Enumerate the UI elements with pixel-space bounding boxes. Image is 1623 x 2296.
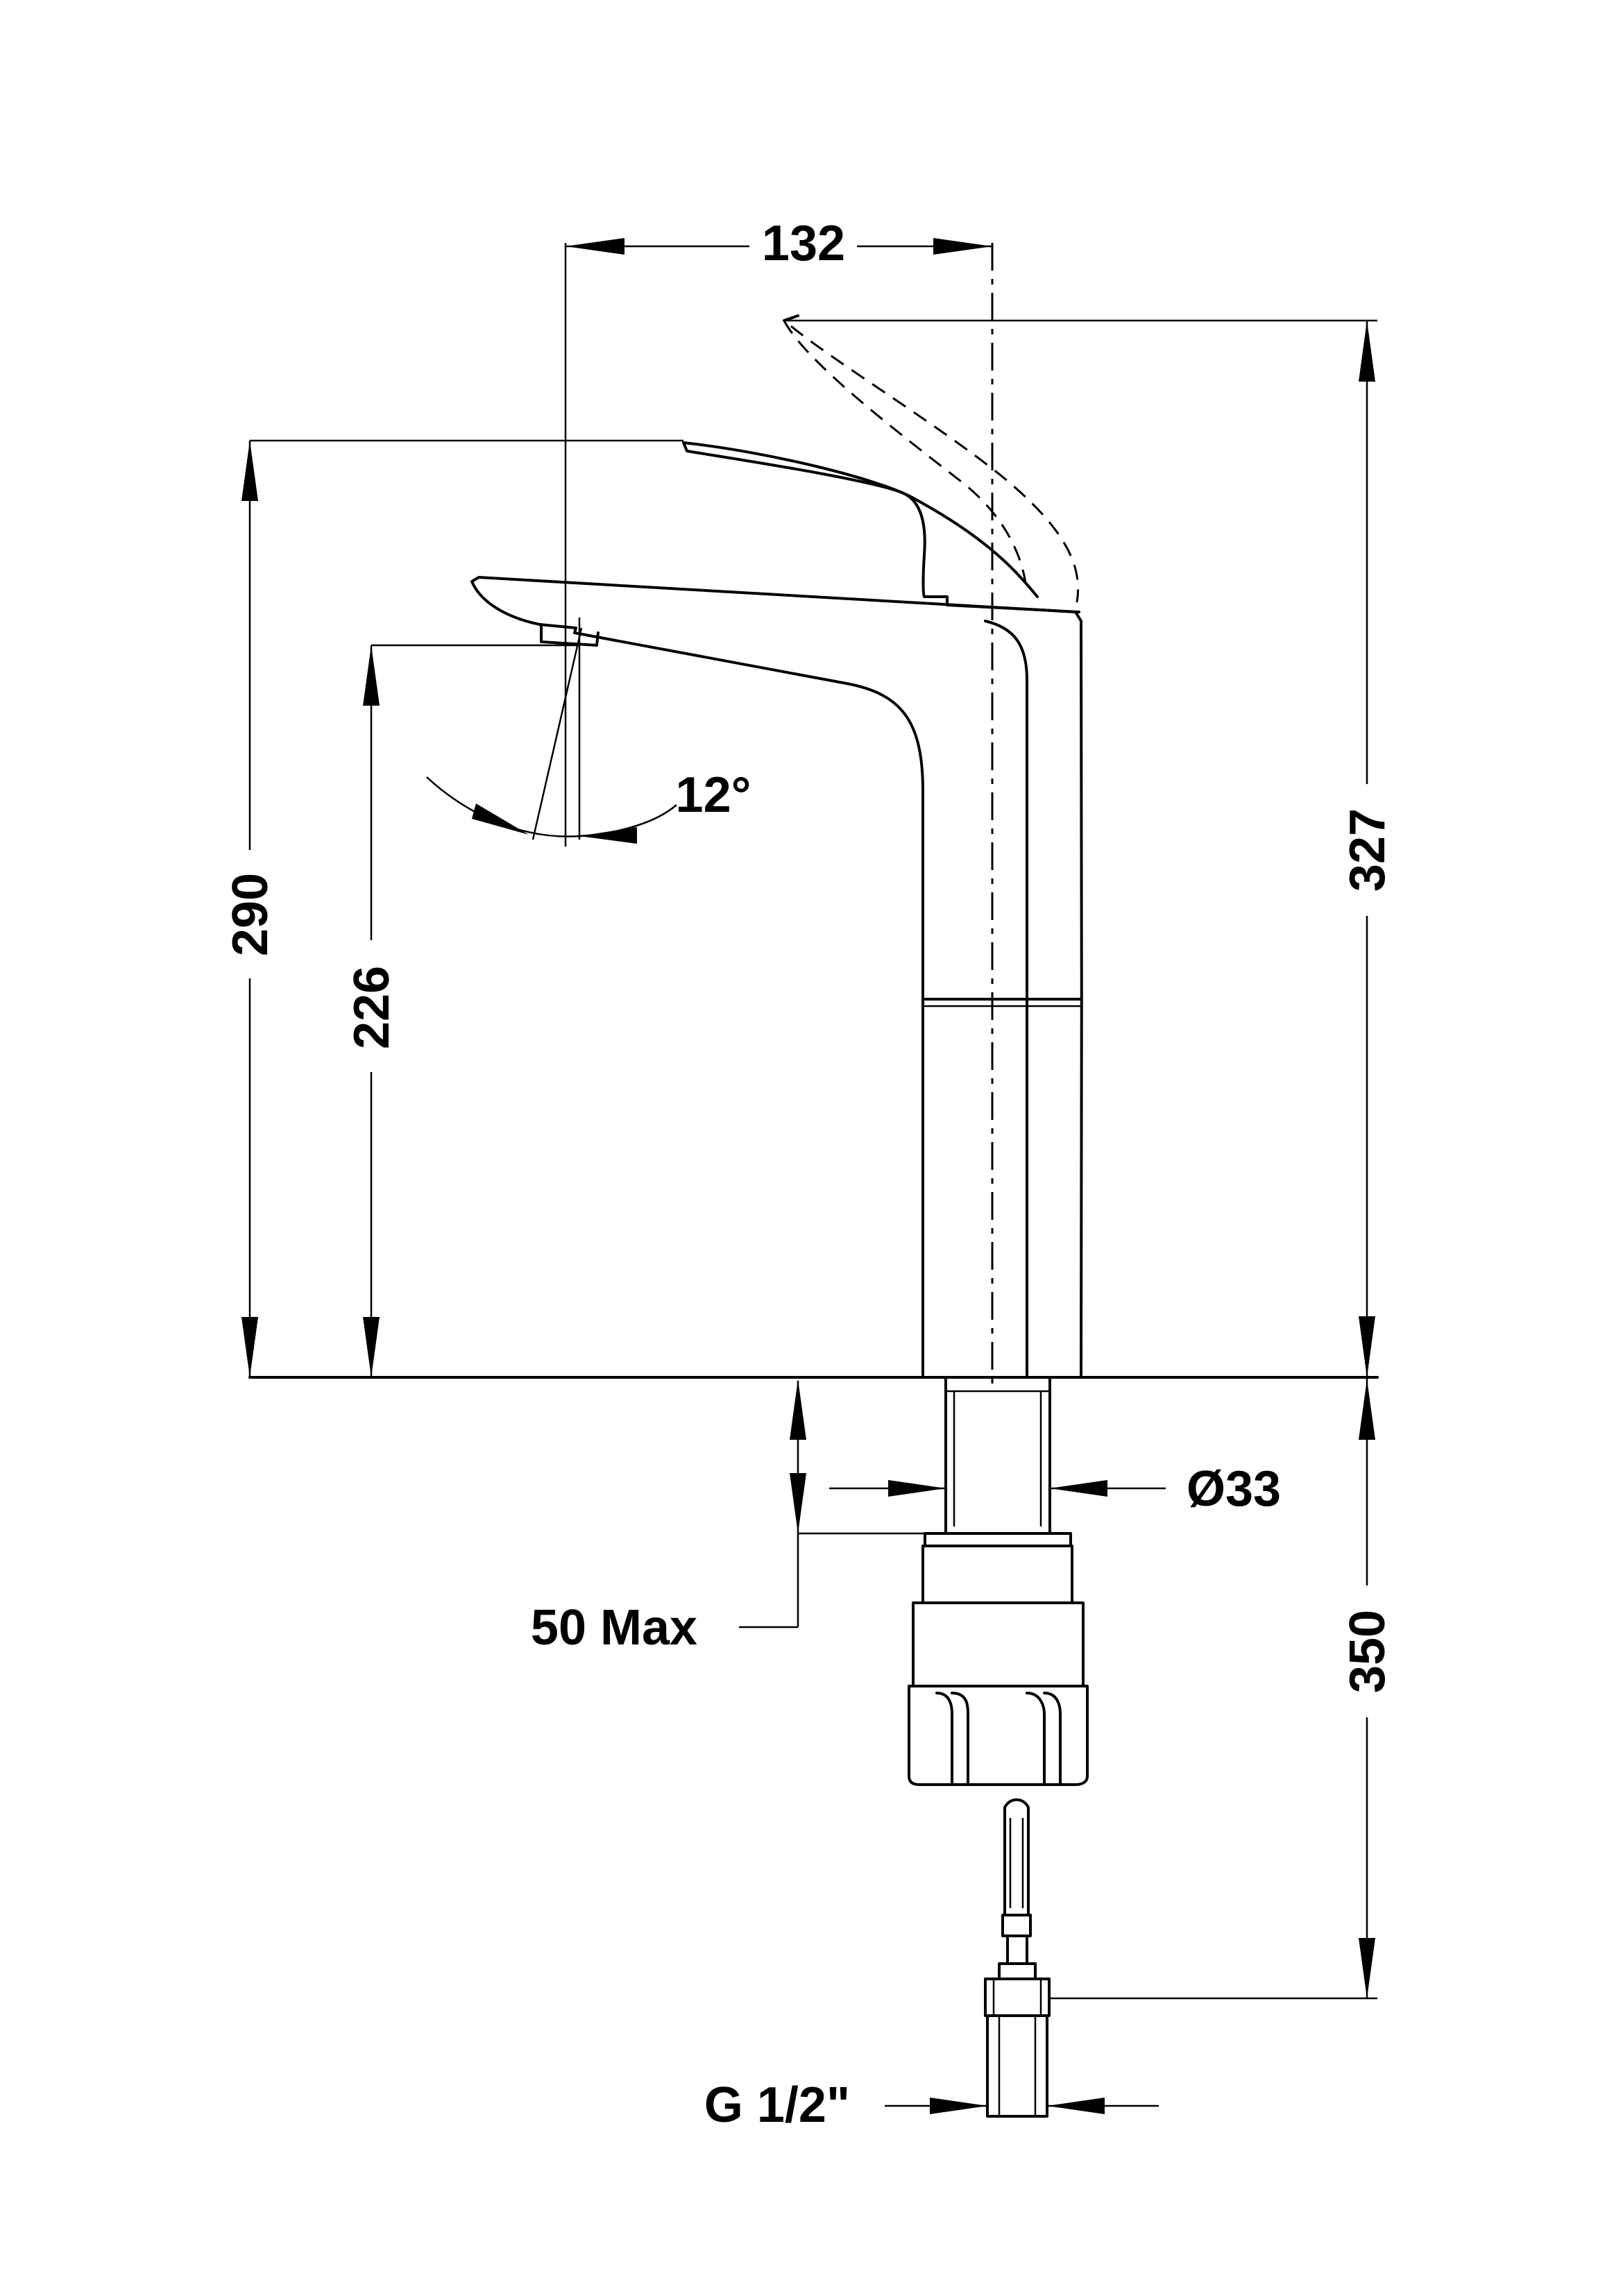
label-290: 290 bbox=[223, 873, 278, 956]
dimension-12-degree bbox=[426, 618, 677, 844]
label-132: 132 bbox=[762, 216, 845, 271]
dimension-327 bbox=[784, 319, 1377, 1377]
shank-assembly bbox=[908, 1376, 1089, 1786]
dimension-g-half-inch bbox=[885, 2098, 1159, 2114]
label-12-degree: 12° bbox=[676, 767, 751, 823]
lever-closed bbox=[682, 441, 1080, 613]
label-327: 327 bbox=[1340, 808, 1395, 892]
label-50-max: 50 Max bbox=[531, 1600, 697, 1656]
dimension-50-max bbox=[739, 1379, 925, 1629]
label-diameter-33: Ø33 bbox=[1187, 1461, 1281, 1517]
label-g-half-inch: G 1/2" bbox=[704, 2077, 850, 2133]
faucet-body bbox=[470, 576, 1083, 1379]
dimension-226 bbox=[363, 644, 579, 1377]
dimension-diameter-33 bbox=[829, 1480, 1166, 1497]
label-226: 226 bbox=[344, 966, 400, 1049]
label-350: 350 bbox=[1340, 1610, 1395, 1693]
dimension-350 bbox=[1049, 1377, 1377, 2000]
dimension-290 bbox=[241, 439, 683, 1377]
dimension-132 bbox=[564, 238, 992, 847]
flexible-hose bbox=[984, 1798, 1051, 2118]
lever-open-dashed bbox=[783, 320, 1027, 584]
